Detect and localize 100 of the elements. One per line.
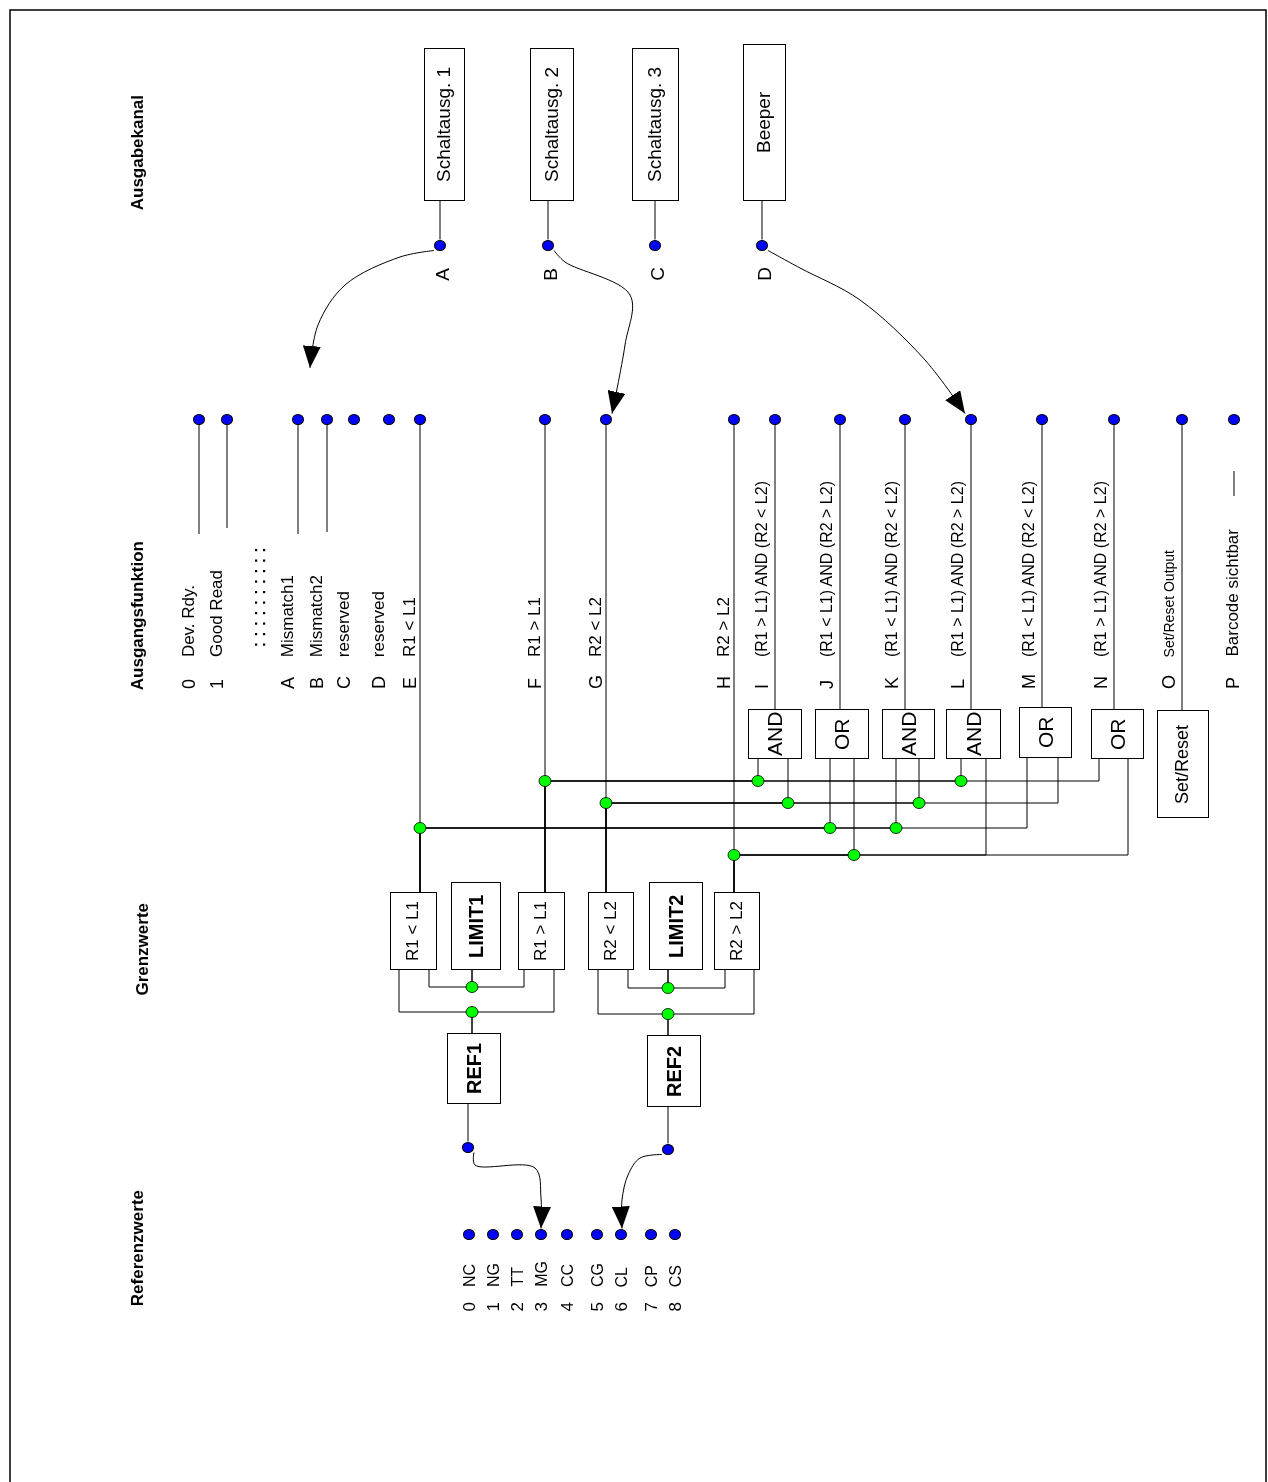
pin-code: B <box>541 268 561 281</box>
connector-line <box>439 200 441 240</box>
pin-dot <box>662 1143 674 1155</box>
pin-code: 3 <box>532 1301 552 1311</box>
pin-code: 4 <box>558 1301 578 1311</box>
pin-dot <box>462 1141 474 1153</box>
pin-label: (R1 > L1) AND (R2 < L2) <box>752 480 771 657</box>
connector-line <box>904 424 906 710</box>
logic-gate-box: OR <box>1091 709 1144 759</box>
pin-code: 2 <box>508 1301 528 1311</box>
limit-box: R1 > L1 <box>518 892 565 970</box>
pin-label: reserved <box>334 590 354 657</box>
output-channel-box: Schaltausg. 1 <box>424 48 465 201</box>
pin-label: R2 > L2 <box>714 597 734 657</box>
pin-code: D <box>369 676 389 689</box>
pin-label: Mismatch2 <box>307 574 327 657</box>
pin-code: 1 <box>484 1301 504 1311</box>
connector-line <box>544 758 1100 893</box>
connector-line <box>547 200 549 240</box>
curved-arrow <box>553 250 634 414</box>
connector-line <box>471 969 555 1034</box>
pin-label: R1 > L1 <box>525 597 545 657</box>
connector-line <box>419 757 1028 893</box>
logic-gate-box: OR <box>815 709 869 759</box>
output-channel-box: Beeper <box>743 44 786 201</box>
connector-line <box>467 1103 469 1142</box>
pin-code: K <box>882 677 902 689</box>
pin-label: (R1 > L1) AND (R2 > L2) <box>1091 480 1110 657</box>
connector-line <box>654 200 656 240</box>
limit-box: R2 > L2 <box>714 892 760 970</box>
pin-code: B <box>307 677 327 689</box>
pin-code: M <box>1019 674 1039 689</box>
pin-label: Set/Reset Output <box>1160 549 1178 657</box>
pin-code: I <box>752 684 772 689</box>
connector-line <box>839 424 841 710</box>
pin-code: 0 <box>179 679 199 689</box>
pin-code: 5 <box>588 1301 608 1311</box>
pin-code: C <box>648 267 668 281</box>
curved-arrow <box>472 1152 551 1229</box>
logic-gate-box: OR <box>1019 707 1072 758</box>
pin-code: 1 <box>207 679 227 689</box>
pin-code: L <box>948 679 968 689</box>
pin-label: CC <box>558 1263 577 1287</box>
pin-code: 0 <box>460 1301 480 1311</box>
logic-gate-box: AND <box>946 709 1001 759</box>
limit-box: R2 < L2 <box>588 892 634 970</box>
pin-code: A <box>433 268 453 281</box>
output-channel-box: Schaltausg. 3 <box>632 48 679 201</box>
column-heading: Ausgangsfunktion <box>128 540 148 690</box>
pin-label: reserved <box>369 590 389 657</box>
pin-label: Barcode sichtbar <box>1223 529 1243 657</box>
pin-label: NC <box>460 1263 479 1287</box>
pin-code: G <box>586 675 606 689</box>
pin-code: H <box>714 676 734 689</box>
pin-label: R2 < L2 <box>586 597 606 657</box>
pin-label: MG <box>532 1261 551 1287</box>
pin-code: 6 <box>612 1301 632 1311</box>
column-heading: Grenzwerte <box>133 903 153 996</box>
pin-label: Mismatch1 <box>278 574 298 657</box>
connector-line <box>1181 424 1183 711</box>
pin-code: O <box>1159 675 1179 689</box>
connector-line <box>1113 424 1115 710</box>
limit-box: LIMIT2 <box>649 882 703 970</box>
reference-box: REF2 <box>647 1035 701 1107</box>
pin-label: NG <box>484 1263 503 1287</box>
pin-code: N <box>1091 676 1111 689</box>
connector-line <box>667 969 726 989</box>
curved-arrow <box>611 1154 663 1229</box>
pin-code: 7 <box>642 1301 662 1311</box>
curved-arrow <box>302 250 435 369</box>
pin-code: E <box>400 677 420 689</box>
pin-code: A <box>278 677 298 689</box>
limit-box: R1 < L1 <box>390 892 437 970</box>
pin-code: 8 <box>666 1301 686 1311</box>
pin-label: Good Read <box>207 570 227 657</box>
pin-label: TT <box>508 1267 527 1287</box>
pin-label: CS <box>666 1264 685 1287</box>
connector-line <box>733 758 1129 893</box>
connector-line <box>667 1106 669 1144</box>
connector-line <box>471 969 525 988</box>
connector-line <box>667 969 755 1036</box>
pin-label: R1 < L1 <box>400 597 420 657</box>
pin-label: (R1 < L1) AND (R2 > L2) <box>817 480 836 657</box>
logic-gate-box: AND <box>882 709 935 759</box>
pin-label: CL <box>612 1266 631 1287</box>
pin-label: CP <box>642 1264 661 1287</box>
pin-code: C <box>334 676 354 689</box>
pin-code: F <box>525 678 545 689</box>
pin-label: CG <box>588 1263 607 1287</box>
column-heading: Ausgabekanal <box>128 94 148 210</box>
output-channel-box: Schaltausg. 2 <box>530 48 574 201</box>
pin-label: (R1 < L1) AND (R2 < L2) <box>882 480 901 657</box>
logic-gate-box: AND <box>748 709 802 759</box>
limit-box: LIMIT1 <box>451 882 501 970</box>
connector-line <box>970 424 972 710</box>
pin-code: J <box>817 680 837 689</box>
curved-arrow <box>767 250 966 414</box>
reference-box: REF1 <box>447 1033 501 1104</box>
logic-gate-box: Set/Reset <box>1157 710 1209 818</box>
connector-line <box>1041 424 1043 708</box>
